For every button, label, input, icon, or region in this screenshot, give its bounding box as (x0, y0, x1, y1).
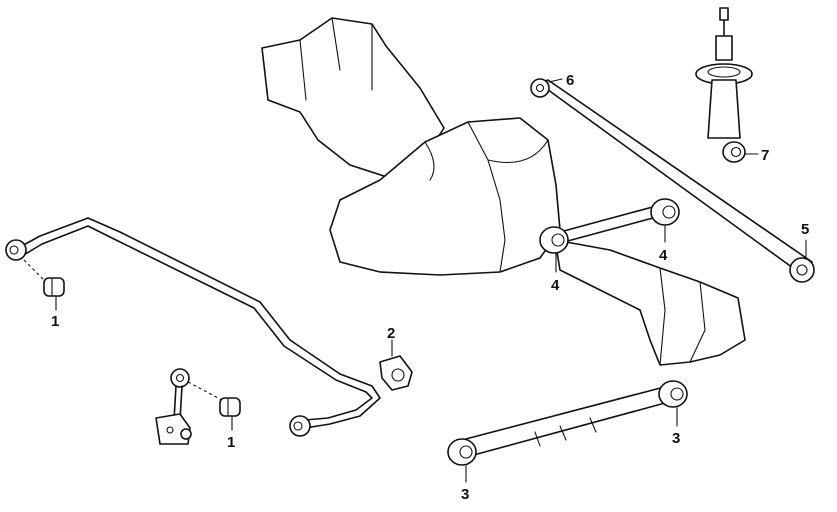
lower-control-arm (447, 380, 688, 466)
stabilizer-bushing (379, 355, 413, 391)
callout-1-link: 1 (227, 434, 235, 451)
callout-4-left: 4 (551, 277, 560, 294)
stabilizer-bar (5, 217, 381, 437)
axle-housing (261, 17, 746, 366)
callout-leaders (55, 78, 807, 483)
callout-5: 5 (801, 221, 809, 238)
callout-2: 2 (387, 325, 395, 342)
lateral-rod (539, 198, 680, 254)
callout-3-right: 3 (672, 430, 680, 447)
callout-6: 6 (566, 72, 574, 89)
callout-7: 7 (761, 147, 769, 164)
callout-3-left: 3 (461, 486, 469, 503)
bushing-left (23, 259, 65, 297)
stabilizer-link (155, 368, 192, 445)
shock-absorber (695, 7, 753, 163)
bushing-link (187, 381, 241, 417)
upper-control-arm (530, 78, 815, 283)
callout-1-left: 1 (51, 313, 59, 330)
callout-4-right: 4 (659, 247, 668, 264)
